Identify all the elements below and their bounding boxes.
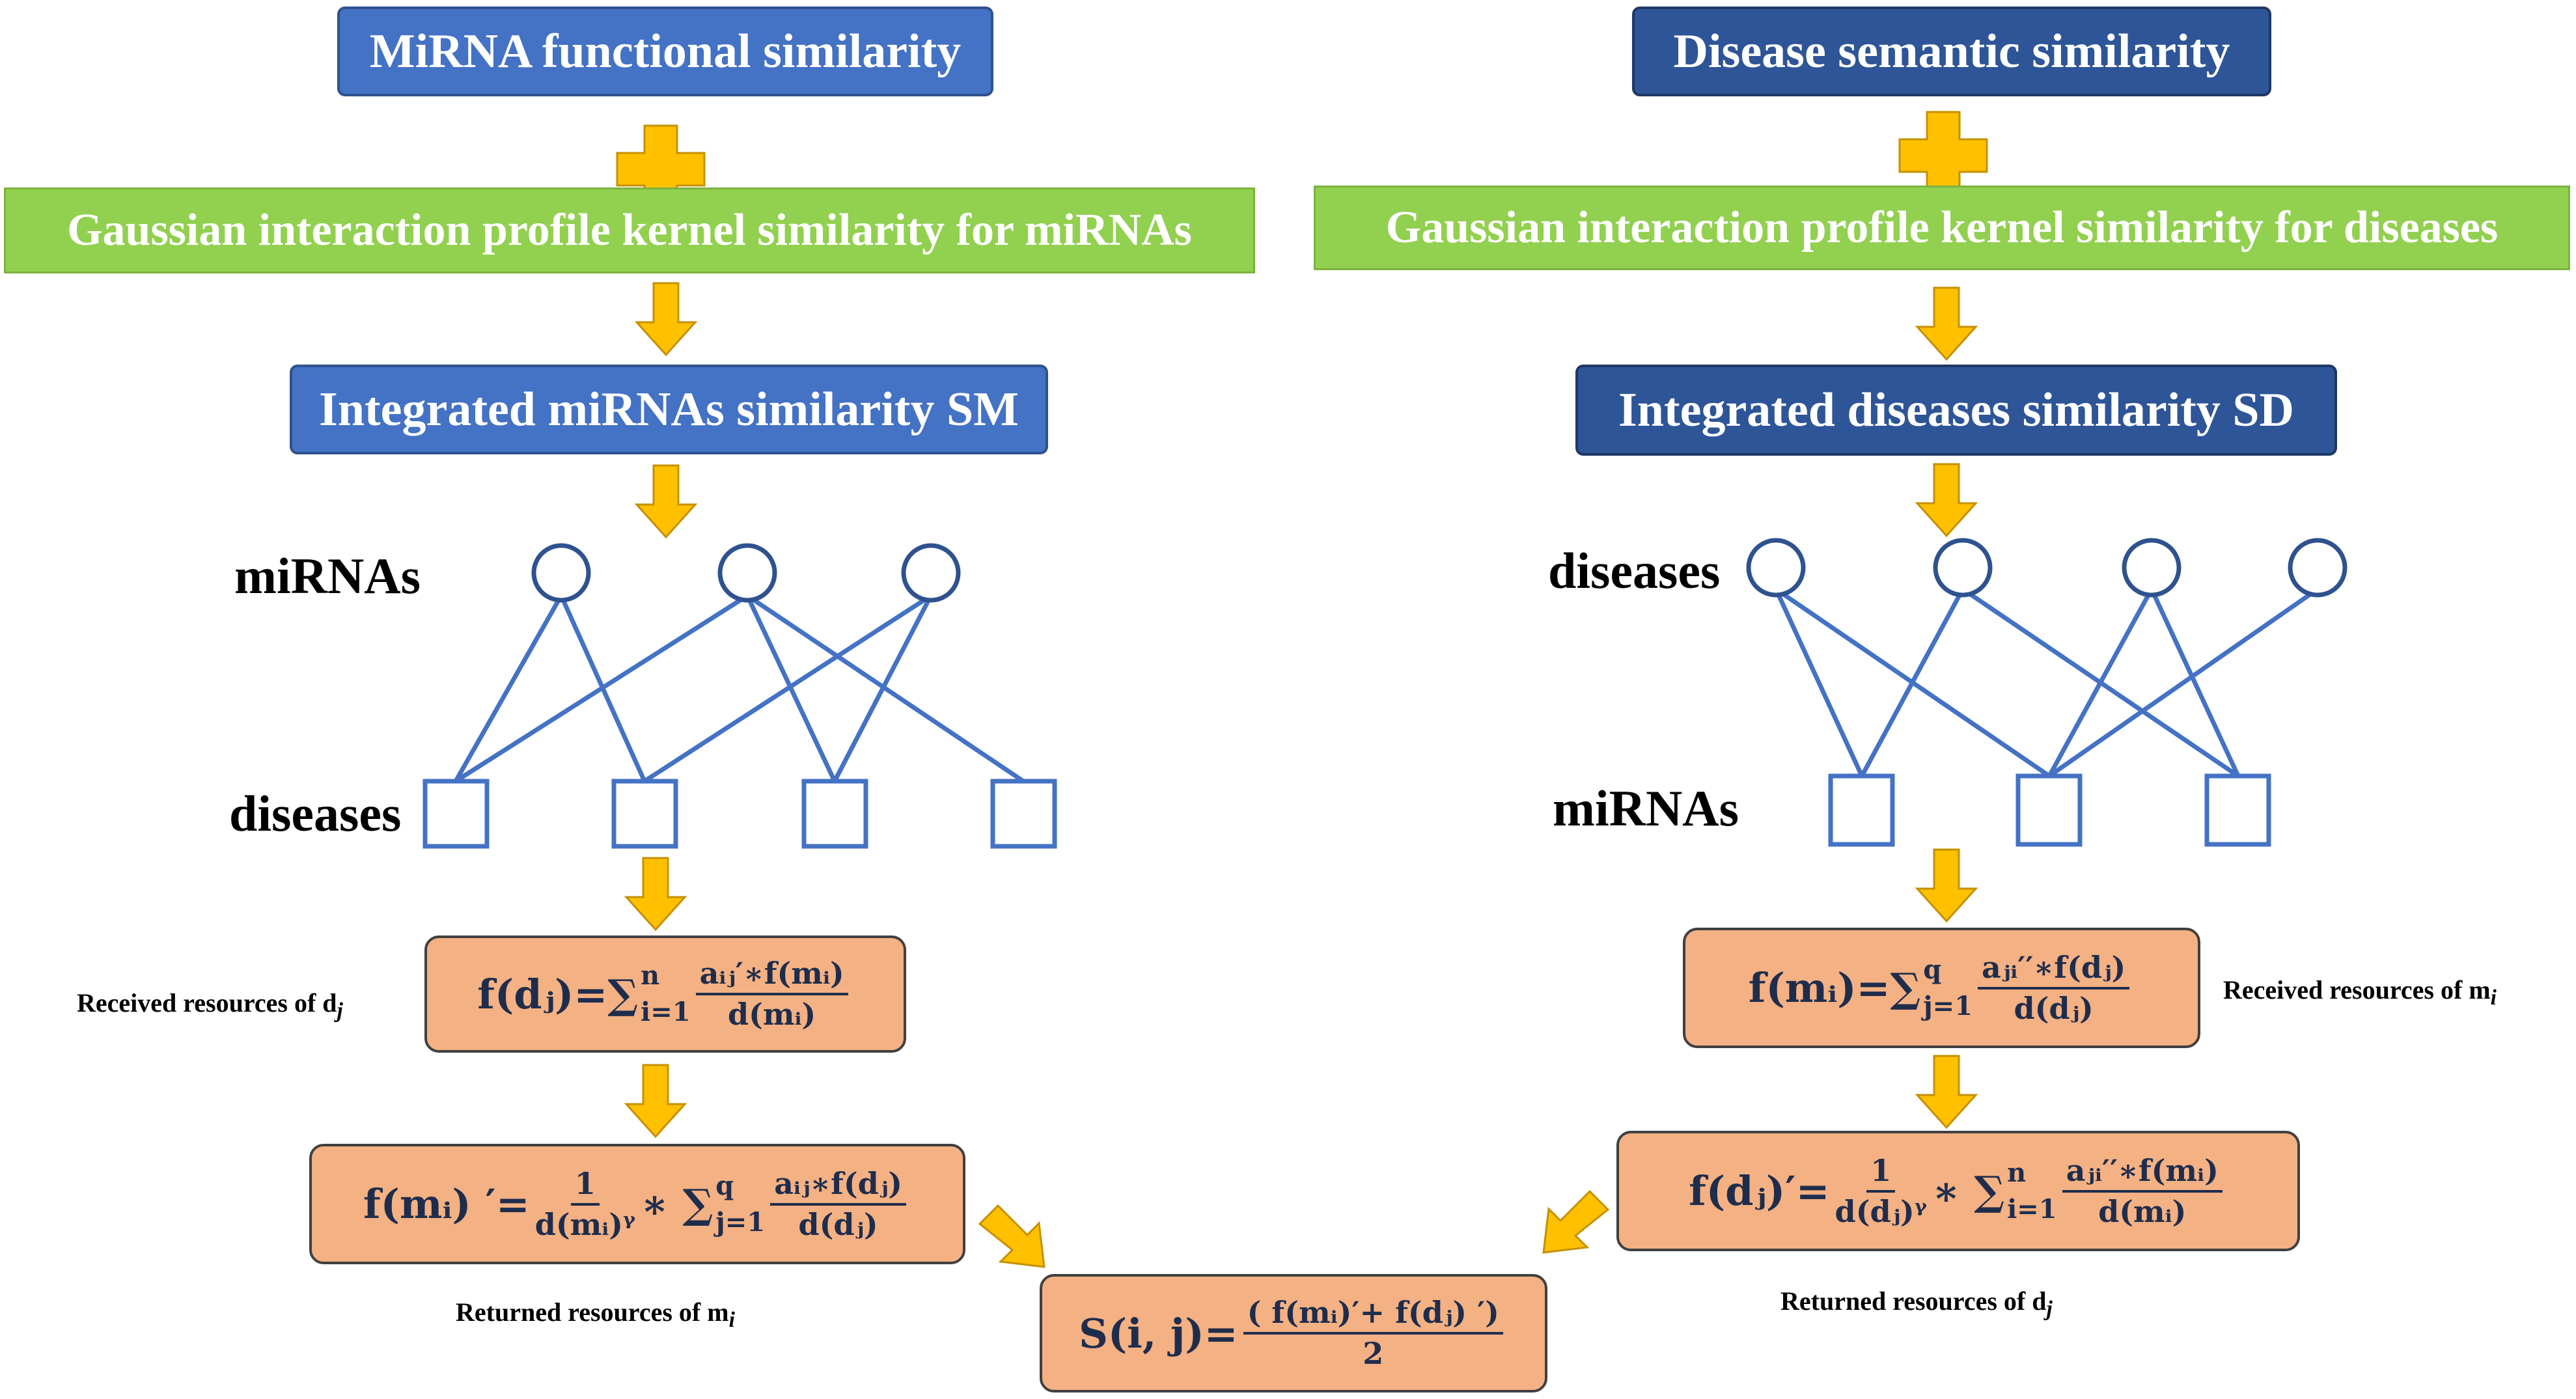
down-arrow-icon bbox=[1915, 848, 1978, 923]
down-arrow-icon bbox=[624, 1064, 687, 1139]
down-arrow-icon bbox=[634, 282, 698, 357]
mirna-node bbox=[531, 543, 591, 603]
sum-symbol: ∗ ∑ bbox=[641, 1180, 713, 1228]
graph-top-label-left: miRNAs bbox=[234, 547, 421, 604]
disease-node bbox=[422, 779, 490, 849]
sum-limits: n i=1 bbox=[641, 963, 691, 1025]
received-resources-formula-left: f(dⱼ)=∑ n i=1 aᵢⱼ′∗f(mᵢ)d(mᵢ) bbox=[424, 935, 906, 1053]
sum-lower: i=1 bbox=[2007, 1193, 2057, 1225]
numerator: aᵢⱼ∗f(dⱼ) bbox=[770, 1167, 907, 1206]
graph-top-label-right: diseases bbox=[1548, 542, 1721, 599]
received-resources-formula-right: f(mᵢ)=∑ q j=1 aⱼᵢ′′∗f(dⱼ)d(dⱼ) bbox=[1683, 928, 2200, 1048]
disease-semantic-similarity-box: Disease semantic similarity bbox=[1632, 7, 2271, 96]
down-arrow-icon bbox=[634, 464, 698, 539]
denominator: d(dⱼ) bbox=[2014, 990, 2094, 1026]
returned-resources-label-left: Returned resources of mi bbox=[456, 1297, 735, 1333]
final-score-formula: S(i, j)= ( f(mᵢ)′+ f(dⱼ) ′)2 bbox=[1040, 1274, 1547, 1392]
sum-limits: q j=1 bbox=[1923, 954, 1973, 1021]
f-mi-lhs: f(mᵢ)=∑ bbox=[1748, 964, 1921, 1012]
received-resources-label-left: Received resources of dj bbox=[77, 988, 343, 1023]
sum-upper: n bbox=[2007, 1157, 2027, 1188]
returned-sub: i bbox=[728, 1308, 735, 1332]
numerator: 1 bbox=[570, 1167, 600, 1206]
s-ij-lhs: S(i, j)= bbox=[1079, 1309, 1238, 1357]
returned-resources-label-right: Returned resources of dj bbox=[1780, 1286, 2053, 1322]
received-sub: i bbox=[2490, 986, 2497, 1010]
mirna-functional-similarity-box: MiRNA functional similarity bbox=[337, 7, 993, 96]
received-resources-label-right: Received resources of mi bbox=[2223, 975, 2497, 1010]
denominator: d(mᵢ) bbox=[2098, 1193, 2187, 1229]
down-arrow-icon bbox=[1915, 1055, 1978, 1129]
graph-bottom-label-left: diseases bbox=[229, 785, 402, 842]
fraction: aᵢⱼ′∗f(mᵢ)d(mᵢ) bbox=[695, 957, 848, 1032]
f-mi-prime-lhs: f(mᵢ) ′= bbox=[363, 1180, 530, 1228]
denominator: d(dⱼ) bbox=[798, 1206, 878, 1242]
integrated-mirnas-similarity-box: Integrated miRNAs similarity SM bbox=[290, 365, 1048, 454]
received-sub: j bbox=[337, 999, 343, 1023]
integrated-diseases-similarity-box: Integrated diseases similarity SD bbox=[1575, 365, 2337, 456]
numerator: aⱼᵢ′′∗f(mᵢ) bbox=[2062, 1154, 2223, 1193]
received-text: Received resources of d bbox=[77, 988, 337, 1018]
diagonal-arrow-icon bbox=[1542, 1189, 1610, 1254]
sum-lower: i=1 bbox=[641, 997, 691, 1027]
graph-bottom-label-right: miRNAs bbox=[1553, 780, 1739, 837]
numerator: 1 bbox=[1866, 1154, 1896, 1193]
denominator: d(dⱼ)ᵞ bbox=[1835, 1193, 1927, 1229]
down-arrow-icon bbox=[1915, 286, 1978, 361]
mirna-node bbox=[1828, 773, 1895, 847]
returned-text: Returned resources of d bbox=[1780, 1286, 2047, 1316]
sum-upper: q bbox=[715, 1170, 734, 1201]
down-arrow-icon bbox=[624, 857, 687, 932]
returned-text: Returned resources of m bbox=[456, 1297, 729, 1327]
f-dj-lhs: f(dⱼ)=∑ bbox=[477, 970, 639, 1018]
fraction: aᵢⱼ∗f(dⱼ)d(dⱼ) bbox=[770, 1167, 907, 1242]
disease-node bbox=[2122, 538, 2181, 598]
denominator: d(mᵢ)ᵞ bbox=[534, 1206, 636, 1242]
gip-kernel-mirnas-box: Gaussian interaction profile kernel simi… bbox=[4, 187, 1255, 273]
sum-lower: j=1 bbox=[715, 1206, 766, 1238]
numerator: ( f(mᵢ)′+ f(dⱼ) ′) bbox=[1243, 1296, 1503, 1335]
sum-symbol: ∗ ∑ bbox=[1932, 1167, 2005, 1215]
f-dj-prime-lhs: f(dⱼ)′= bbox=[1689, 1167, 1830, 1215]
denominator: d(mᵢ) bbox=[727, 997, 816, 1032]
returned-sub: j bbox=[2046, 1297, 2053, 1321]
disease-node bbox=[1933, 538, 1993, 598]
denominator: 2 bbox=[1363, 1336, 1384, 1371]
mirna-node bbox=[717, 543, 777, 603]
sum-upper: n bbox=[641, 960, 660, 991]
sum-limits: q j=1 bbox=[715, 1170, 766, 1238]
sum-upper: q bbox=[1923, 954, 1942, 985]
numerator: aⱼᵢ′′∗f(dⱼ) bbox=[1978, 951, 2130, 990]
right-bipartite-graph bbox=[1746, 538, 2347, 847]
numerator: aᵢⱼ′∗f(mᵢ) bbox=[695, 957, 848, 995]
disease-node bbox=[2288, 538, 2347, 598]
fraction: ( f(mᵢ)′+ f(dⱼ) ′)2 bbox=[1243, 1296, 1503, 1370]
disease-node bbox=[990, 779, 1057, 849]
disease-node bbox=[801, 779, 868, 849]
gip-kernel-diseases-box: Gaussian interaction profile kernel simi… bbox=[1314, 186, 2570, 270]
left-bipartite-graph bbox=[422, 543, 1057, 849]
down-arrow-icon bbox=[1915, 463, 1978, 538]
diagonal-arrow-icon bbox=[978, 1204, 1046, 1268]
disease-node bbox=[611, 779, 678, 849]
sum-limits: n i=1 bbox=[2007, 1157, 2057, 1225]
mirna-node bbox=[901, 543, 961, 603]
fraction: aⱼᵢ′′∗f(mᵢ)d(mᵢ) bbox=[2062, 1154, 2223, 1228]
mirna-node bbox=[2204, 773, 2271, 847]
sum-lower: j=1 bbox=[1923, 990, 1973, 1021]
mirna-node bbox=[2015, 773, 2083, 847]
disease-node bbox=[1746, 538, 1806, 598]
fraction: aⱼᵢ′′∗f(dⱼ)d(dⱼ) bbox=[1978, 951, 2130, 1026]
received-text: Received resources of m bbox=[2223, 975, 2491, 1004]
